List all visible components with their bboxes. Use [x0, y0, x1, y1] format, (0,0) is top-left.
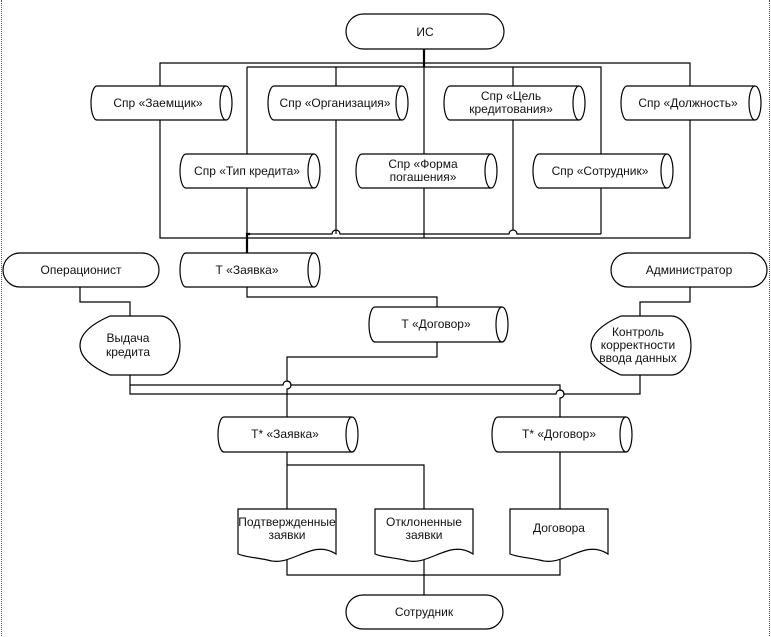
table-label: Т* «Договор»	[522, 427, 596, 441]
line-issue-upper	[129, 375, 565, 417]
employee-terminator[interactable]: Сотрудник	[345, 594, 504, 630]
inner-bus-bottom	[250, 229, 601, 235]
process-label: ввода данных	[599, 351, 677, 365]
document-label: заявки	[268, 528, 305, 542]
table-contract[interactable]: Т «Договор»	[368, 306, 509, 343]
directory-borrower[interactable]: Спр «Заемщик»	[90, 85, 233, 121]
table-contract-star[interactable]: Т* «Договор»	[491, 416, 633, 453]
employee-label: Сотрудник	[395, 605, 454, 619]
directory-label: кредитования»	[469, 102, 553, 116]
table-label: Т* «Заявка»	[251, 427, 319, 441]
directory-label: Спр «Сотрудник»	[552, 164, 649, 178]
table-application[interactable]: Т «Заявка»	[179, 252, 321, 288]
process-label: Контроль	[612, 325, 664, 339]
line-admin-control	[639, 287, 691, 316]
line-control-lower	[129, 375, 641, 395]
directory-label: Спр «Должность»	[638, 96, 738, 110]
directory-label: Спр «Цель	[481, 89, 541, 103]
table-label: Т «Договор»	[401, 317, 471, 331]
connectors	[79, 49, 691, 595]
directory-organization[interactable]: Спр «Организация»	[267, 85, 409, 121]
document-contracts[interactable]: Договора	[509, 508, 609, 562]
directory-employee[interactable]: Спр «Сотрудник»	[532, 153, 674, 189]
process-label: Выдача	[107, 331, 150, 345]
admin-label: Администратор	[646, 263, 733, 277]
process-data-control[interactable]: Контроль корректности ввода данных	[590, 315, 692, 376]
root-terminator[interactable]: ИС	[345, 13, 505, 50]
document-label: Отклоненные	[386, 515, 462, 529]
line-appstar-docs	[286, 452, 425, 509]
table-label: Т «Заявка»	[216, 263, 279, 277]
document-label: Подтвержденные	[238, 515, 336, 529]
table-application-star[interactable]: Т* «Заявка»	[217, 416, 359, 453]
directory-label: Спр «Организация»	[280, 96, 391, 110]
process-issue-credit[interactable]: Выдача кредита	[79, 315, 181, 376]
document-confirmed-applications[interactable]: Подтвержденные заявки	[237, 508, 337, 562]
outer-bus	[159, 62, 691, 239]
process-label: кредита	[106, 345, 150, 359]
line-docs-employee	[286, 555, 561, 595]
directory-label: Спр «Тип кредита»	[194, 164, 300, 178]
line-contract-appstar	[286, 342, 438, 417]
operator-label: Операционист	[41, 263, 122, 277]
directory-position[interactable]: Спр «Должность»	[620, 85, 762, 121]
document-label: заявки	[405, 528, 442, 542]
process-label: корректности	[601, 338, 675, 352]
directory-label: погашения»	[390, 170, 457, 184]
document-label: Договора	[533, 521, 585, 535]
directory-label: Спр «Форма	[388, 157, 458, 171]
root-label: ИС	[416, 25, 434, 39]
line-operator-issue	[79, 287, 131, 316]
document-rejected-applications[interactable]: Отклоненные заявки	[374, 508, 474, 562]
line-to-application	[245, 232, 250, 253]
directory-label: Спр «Заемщик»	[113, 96, 203, 110]
operator-terminator[interactable]: Операционист	[2, 252, 160, 288]
directory-credit-goal[interactable]: Спр «Цель кредитования»	[443, 85, 586, 121]
line-application-contract	[246, 287, 438, 307]
directory-repayment-form[interactable]: Спр «Форма погашения»	[355, 153, 498, 189]
directory-credit-type[interactable]: Спр «Тип кредита»	[179, 153, 321, 189]
admin-terminator[interactable]: Администратор	[610, 252, 768, 288]
